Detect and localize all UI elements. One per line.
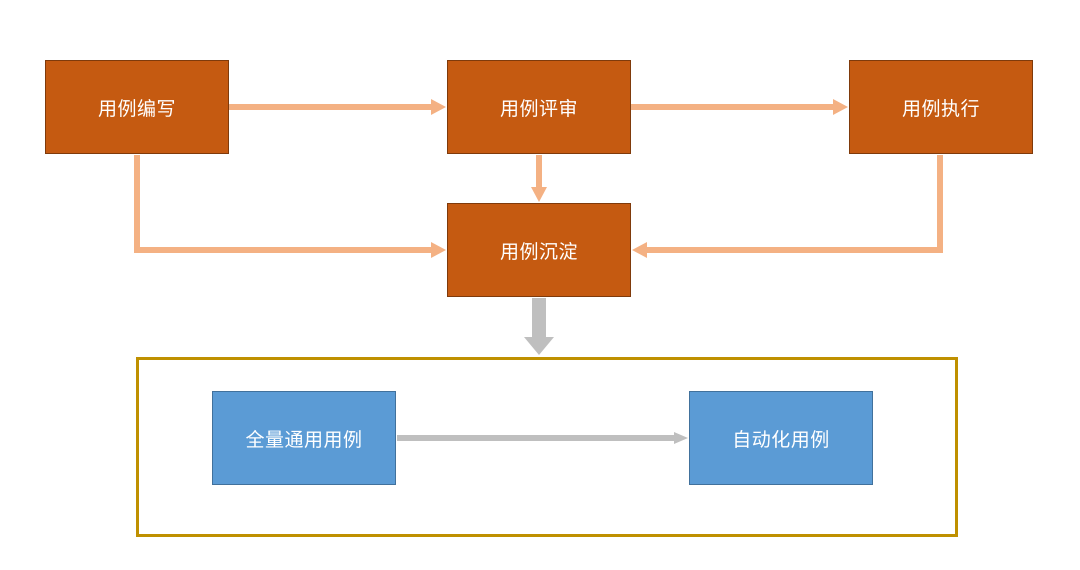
node-general-cases: 全量通用用例 [212, 391, 396, 485]
node-case-deposit: 用例沉淀 [447, 203, 631, 297]
node-label: 自动化用例 [732, 428, 830, 451]
node-automation-cases: 自动化用例 [689, 391, 873, 485]
arrow-review-to-exec [631, 99, 848, 115]
node-label: 全量通用用例 [245, 428, 363, 451]
node-label: 用例评审 [499, 97, 578, 120]
node-label: 用例沉淀 [499, 240, 578, 263]
node-case-writing: 用例编写 [45, 60, 229, 154]
output-container [136, 357, 958, 537]
arrow-general-to-auto [397, 432, 688, 444]
arrow-exec-to-deposit [632, 155, 943, 258]
node-label: 用例执行 [901, 97, 980, 120]
node-case-execution: 用例执行 [849, 60, 1033, 154]
node-case-review: 用例评审 [447, 60, 631, 154]
arrow-review-to-deposit [531, 155, 547, 202]
arrow-deposit-to-container [524, 298, 554, 355]
node-label: 用例编写 [97, 97, 176, 120]
arrow-write-to-deposit [134, 155, 446, 258]
arrow-write-to-review [229, 99, 446, 115]
